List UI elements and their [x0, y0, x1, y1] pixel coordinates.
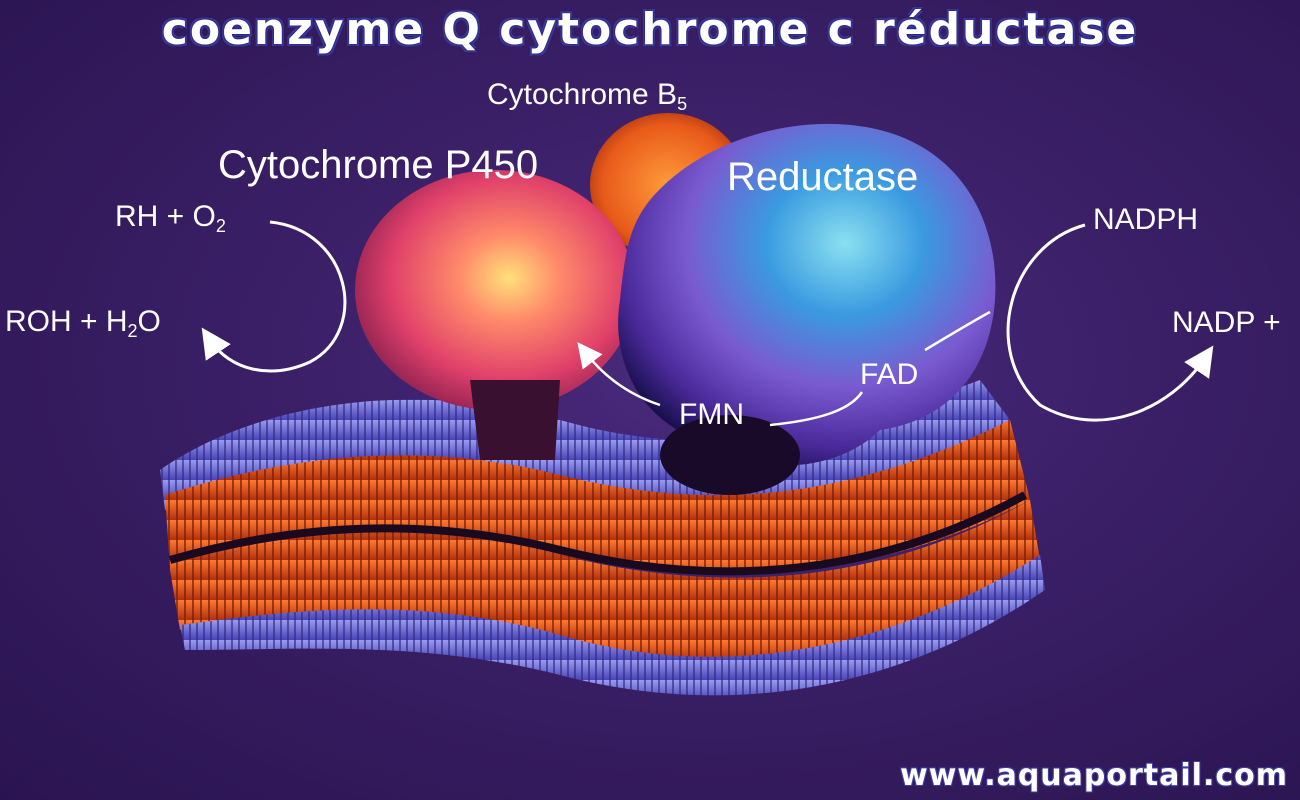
fmn-to-p450-arrow [577, 342, 661, 407]
cytochrome-b-text: Cytochrome B [487, 78, 678, 111]
cytochrome-p450-label: Cytochrome P450 [218, 143, 539, 187]
roh-h-text: ROH + H [5, 305, 128, 338]
rh-o2-label: RH + O2 [115, 200, 226, 237]
fad-to-fmn-connector [769, 391, 864, 427]
roh-h2o-label: ROH + H2O [5, 305, 161, 342]
membrane-bottom-blue-layer [180, 555, 1045, 696]
nadph-label: NADPH [1093, 203, 1199, 236]
left-cycle-arrow [201, 220, 347, 373]
nadp-label: NADP + [1172, 306, 1281, 339]
p450-anchor-stalk [470, 380, 560, 460]
diagram-title: coenzyme Q cytochrome c réductase [161, 4, 1139, 55]
watermark: www.aquaportail.com [899, 758, 1288, 793]
cytochrome-b-subscript: 5 [677, 94, 688, 114]
rh-o2-text: RH + O [115, 200, 216, 233]
cytochrome-p450-protein [355, 170, 635, 410]
membrane-upper-orange-layer [165, 420, 1030, 575]
right-cycle-arrow [1006, 223, 1214, 422]
roh-o-text: O [137, 305, 161, 338]
membrane-bilayer [160, 380, 1045, 696]
fmn-label: FMN [679, 398, 744, 431]
membrane-core-line [168, 491, 1027, 576]
fad-label: FAD [860, 358, 919, 391]
rh-o2-subscript: 2 [215, 216, 226, 236]
membrane-lower-orange-layer [170, 500, 1040, 662]
roh-h2o-subscript: 2 [127, 321, 138, 341]
reductase-anchor [660, 415, 800, 495]
reductase-protein [618, 123, 996, 466]
membrane-top-blue-layer [160, 380, 1010, 510]
cytochrome-b5-label: Cytochrome B5 [487, 78, 687, 115]
nadph-to-fad-connector [924, 310, 991, 352]
reductase-label: Reductase [727, 155, 919, 199]
